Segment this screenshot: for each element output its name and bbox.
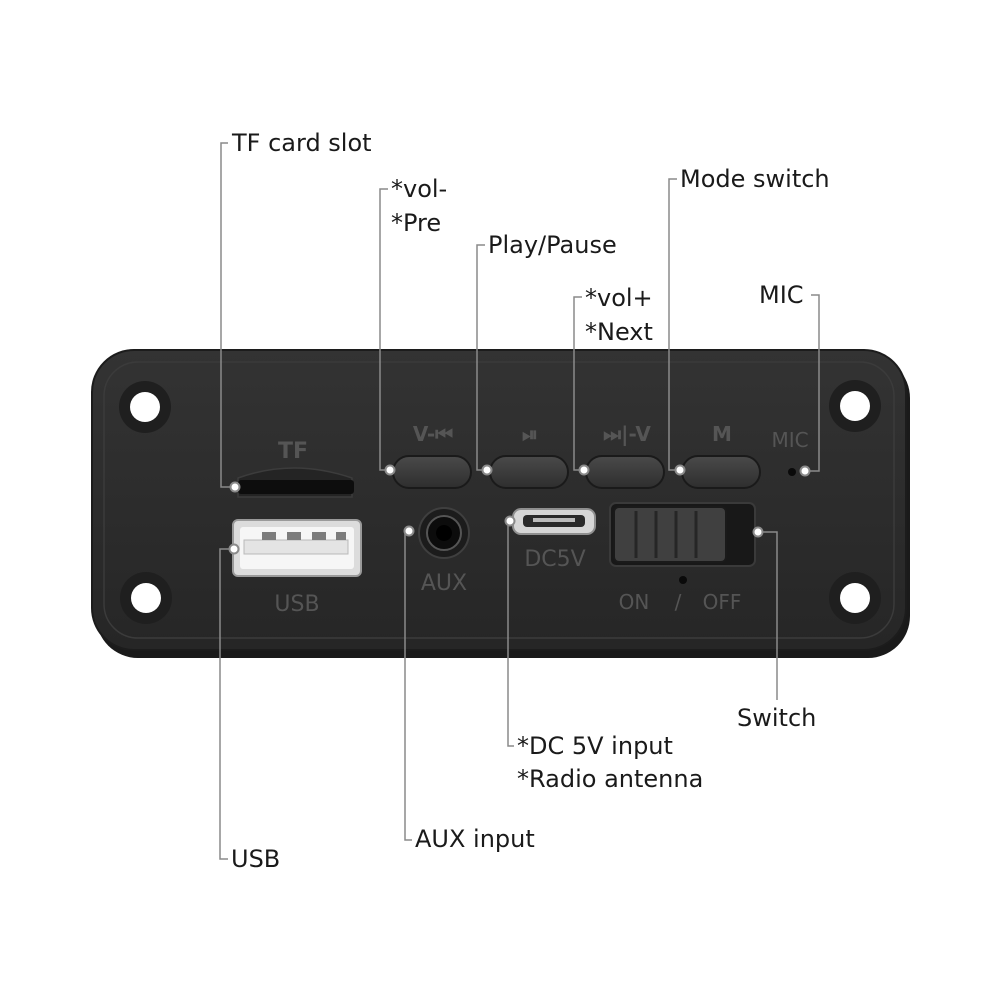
panel-label-btn-vol-minus: V-⏮ (413, 422, 453, 446)
panel-label-on: ON (619, 590, 650, 614)
callout-dc-line2: *Radio antenna (517, 765, 704, 793)
dc-micro-usb-tongue (533, 518, 575, 522)
leader-line-switch (758, 531, 778, 700)
panel-label-btn-play-pause: ⏯ (522, 422, 538, 446)
callout-switch: Switch (737, 704, 817, 732)
vol-minus-button[interactable] (392, 455, 472, 489)
callout-play-pause: Play/Pause (488, 231, 617, 259)
play-pause-button[interactable] (489, 455, 569, 489)
leader-dot-tf (229, 481, 241, 493)
switch-indicator-dot (679, 576, 687, 584)
panel-inner-border (103, 361, 895, 639)
usb-pin-4 (336, 532, 346, 540)
usb-pin-1 (262, 532, 276, 540)
callout-aux-input: AUX input (415, 825, 535, 853)
leader-dots (228, 464, 811, 555)
leader-dot-aux (403, 525, 415, 537)
leader-dot-mode (674, 464, 686, 476)
leader-line-tf (220, 142, 233, 488)
callout-dc-line1: *DC 5V input (517, 732, 673, 760)
panel-label-slash: / (675, 590, 682, 614)
mic-hole (788, 468, 796, 476)
mounting-hole-bottom-left (120, 572, 172, 624)
leader-dot-switch (752, 526, 764, 538)
panel-label-aux: AUX (421, 571, 467, 596)
callout-mic: MIC (759, 281, 804, 309)
callout-vol-plus-line2: *Next (585, 318, 653, 346)
mode-button[interactable] (681, 455, 761, 489)
panel-body (91, 349, 907, 651)
mounting-hole-top-left (119, 381, 171, 433)
panel-label-btn-vol-plus: ⏭|-V (603, 422, 651, 446)
callout-mode-switch: Mode switch (680, 165, 830, 193)
mounting-hole-top-right (829, 380, 881, 432)
vol-plus-button[interactable] (585, 455, 665, 489)
usb-pin-2 (287, 532, 301, 540)
panel-label-btn-mode: M (712, 422, 732, 446)
leader-line-mic (807, 294, 820, 472)
callout-tf-card-slot: TF card slot (232, 129, 372, 157)
panel-label-tf: TF (278, 439, 308, 464)
leader-dot-play-pause (481, 464, 493, 476)
leader-dot-dc (504, 515, 516, 527)
tf-card-slot[interactable] (238, 480, 354, 494)
callout-usb: USB (231, 845, 281, 873)
callout-vol-minus-line1: *vol- (391, 175, 448, 203)
callout-vol-minus-line2: *Pre (391, 209, 442, 237)
leader-line-mode (668, 178, 679, 471)
leader-line-dc (507, 521, 514, 747)
leader-line-usb (219, 548, 232, 860)
usb-pin-3 (312, 532, 326, 540)
mounting-hole-bottom-right (829, 572, 881, 624)
callout-vol-plus-line1: *vol+ (585, 284, 653, 312)
leader-dot-usb (228, 543, 240, 555)
usb-tongue (243, 539, 349, 555)
aux-jack-hole (436, 525, 452, 541)
leader-dot-mic (799, 465, 811, 477)
panel-label-mic: MIC (771, 428, 808, 452)
leader-dot-vol-plus (578, 464, 590, 476)
leader-dot-vol-minus (384, 464, 396, 476)
panel-label-off: OFF (703, 590, 742, 614)
panel-label-dc: DC5V (524, 547, 585, 572)
panel-label-usb: USB (274, 592, 319, 617)
power-switch-lever[interactable] (613, 506, 727, 563)
